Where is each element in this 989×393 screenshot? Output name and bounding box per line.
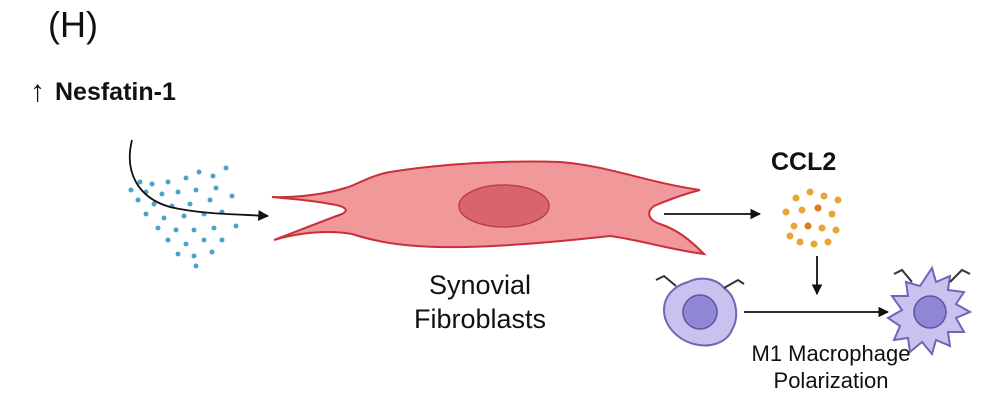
- outcome-label: M1 Macrophage Polarization: [706, 340, 956, 393]
- nesfatin-particles: [129, 166, 239, 269]
- fibroblast-nucleus: [459, 185, 549, 227]
- macrophage-resting: [656, 276, 744, 345]
- nesfatin-arrow: [130, 140, 268, 216]
- fibroblast-label-line1: Synovial: [400, 268, 560, 302]
- fibroblast-label-line2: Fibroblasts: [400, 302, 560, 336]
- up-arrow-icon: ↑: [30, 77, 45, 107]
- outcome-label-line2: Polarization: [706, 367, 956, 393]
- outcome-label-line1: M1 Macrophage: [706, 340, 956, 367]
- fibroblast-label: Synovial Fibroblasts: [400, 268, 560, 336]
- panel-label: (H): [48, 4, 98, 46]
- ccl2-particles: [783, 189, 842, 248]
- nesfatin-label-group: ↑ Nesfatin-1: [30, 77, 176, 107]
- ccl2-label: CCL2: [771, 148, 836, 177]
- nesfatin-label: Nesfatin-1: [55, 78, 176, 107]
